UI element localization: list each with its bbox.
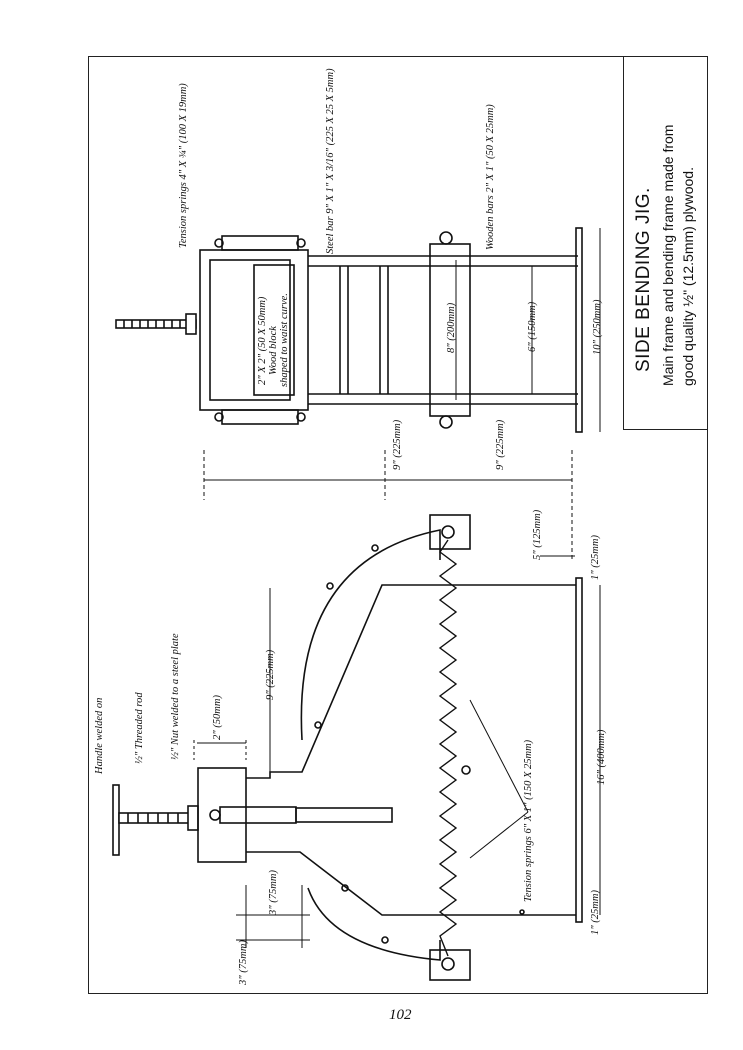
dim-10in: 10" (250mm) <box>592 299 603 355</box>
label-wood-block: Wood block <box>268 326 279 375</box>
nut-plate <box>187 805 199 831</box>
main-frame-lower <box>246 851 576 916</box>
top-base-plate <box>575 227 583 433</box>
dim-9in-upper: 9" (225mm) <box>392 419 403 470</box>
page-number: 102 <box>389 1007 412 1023</box>
title-panel <box>623 56 708 430</box>
dim-16in: 16" (400mm) <box>596 729 607 785</box>
top-spring-left <box>221 235 299 251</box>
long-tension-spring <box>438 539 458 957</box>
top-wood-block <box>253 264 295 396</box>
dim-3in-b: 3" (75mm) <box>268 870 279 915</box>
label-handle: Handle welded on <box>94 697 105 774</box>
label-wood-block-shape: shaped to waist curve. <box>279 293 290 387</box>
label-tension-springs-top: Tension springs 4" X ¾" (100 X 19mm) <box>178 83 189 248</box>
clamp-block <box>197 767 247 863</box>
dim-6in: 6" (150mm) <box>527 301 538 352</box>
bending-curve-lower <box>307 887 441 961</box>
top-spring-right <box>221 409 299 425</box>
end-block-lower <box>429 949 471 981</box>
dim-3in-a: 3" (75mm) <box>238 940 249 985</box>
dim-2in: 2" (50mm) <box>212 695 223 740</box>
end-block-upper <box>429 514 471 550</box>
label-steel-bar: Steel bar 9" X 1" X 3/16" (225 X 25 X 5m… <box>325 68 336 254</box>
side-view-dimension-lines <box>193 555 601 948</box>
dim-9in-left: 9" (225mm) <box>265 649 276 700</box>
main-frame-upper <box>246 584 576 779</box>
top-wooden-bars <box>429 243 471 417</box>
dim-1in-left: 1" (25mm) <box>590 890 601 935</box>
label-wooden-bars: Wooden bars 2" X 1" (50 X 25mm) <box>485 104 496 250</box>
description-line-1: Main frame and bending frame made from <box>660 124 676 386</box>
top-view <box>115 227 601 433</box>
clamp-spring <box>219 806 297 824</box>
handle <box>112 784 120 856</box>
dim-5in: 5" (125mm) <box>532 509 543 560</box>
description-line-2: good quality ½" (12.5mm) plywood. <box>680 167 696 386</box>
label-wood-block-size: 2" X 2" (50 X 50mm) <box>257 296 268 385</box>
label-tension-springs-bottom: Tension springs 6" X 1" (150 X 25mm) <box>523 739 534 902</box>
label-threaded-rod: ½" Threaded rod <box>134 692 145 764</box>
side-view <box>112 514 583 981</box>
dim-1in-right: 1" (25mm) <box>590 535 601 580</box>
label-nut-plate: ½" Nut welded to a steel plate <box>170 633 181 760</box>
drawing-frame <box>88 56 708 994</box>
dim-8in: 8" (200mm) <box>446 302 457 353</box>
bending-curve-upper <box>300 529 441 741</box>
base-plate <box>575 577 583 923</box>
dim-9in-lower: 9" (225mm) <box>495 419 506 470</box>
page-title: SIDE BENDING JIG. <box>633 187 654 372</box>
